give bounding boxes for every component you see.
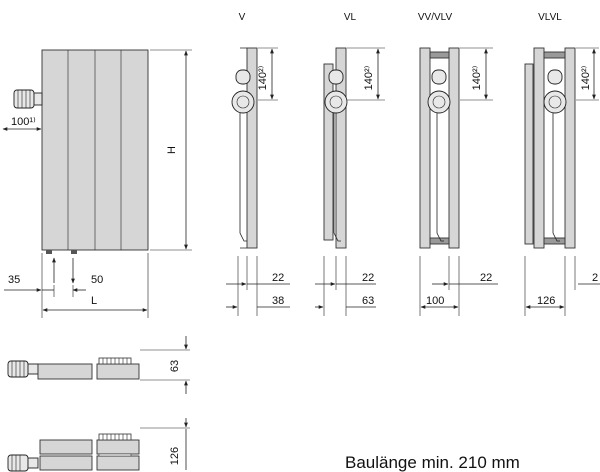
side-view-v: V 140²⁾ 22 38 (226, 12, 290, 316)
height-label: H (166, 146, 178, 154)
vl-dim-140: 140²⁾ (363, 65, 375, 90)
vlvl-dim-126: 126 (537, 295, 555, 307)
top-single-depth: 63 (169, 360, 181, 372)
radiator-front (41, 49, 149, 254)
top-view-single: 63 (7, 336, 190, 394)
top-view-double: 126 (7, 418, 190, 472)
vv-dim-22: 22 (480, 272, 492, 284)
v-dim-22: 22 (272, 272, 284, 284)
valve-offset-label: 100¹⁾ (11, 116, 36, 128)
thermostat-valve-icon (7, 360, 39, 378)
vlvl-dim-140: 140²⁾ (580, 65, 592, 90)
vv-dim-140: 140²⁾ (471, 65, 483, 90)
vv-dim-100: 100 (426, 295, 444, 307)
top-double-depth: 126 (169, 447, 181, 465)
vl-dim-22: 22 (362, 272, 374, 284)
variant-title-vv: VV/VLV (418, 12, 453, 23)
left-offset-label: 35 (8, 274, 20, 286)
length-note: Baulänge min. 210 mm (345, 453, 520, 472)
side-view-vlvl: VLVL 140²⁾ 2 126 (524, 12, 600, 316)
front-view: 100¹⁾ H 35 50 L (2, 49, 192, 318)
length-label: L (91, 295, 97, 307)
variant-title-vlvl: VLVL (538, 12, 562, 23)
thermostat-valve-icon (7, 454, 39, 472)
connection-spacing-label: 50 (91, 274, 103, 286)
variant-title-v: V (239, 12, 246, 23)
v-dim-140: 140²⁾ (257, 65, 269, 90)
side-view-vv: VV/VLV 140²⁾ 22 100 (418, 12, 498, 316)
v-dim-38: 38 (272, 295, 284, 307)
vl-dim-63: 63 (362, 295, 374, 307)
side-view-vl: VL 140²⁾ 22 63 (315, 12, 385, 316)
variant-title-vl: VL (344, 12, 357, 23)
vlvl-dim-2: 2 (592, 272, 598, 284)
thermostat-valve-icon (13, 89, 43, 109)
